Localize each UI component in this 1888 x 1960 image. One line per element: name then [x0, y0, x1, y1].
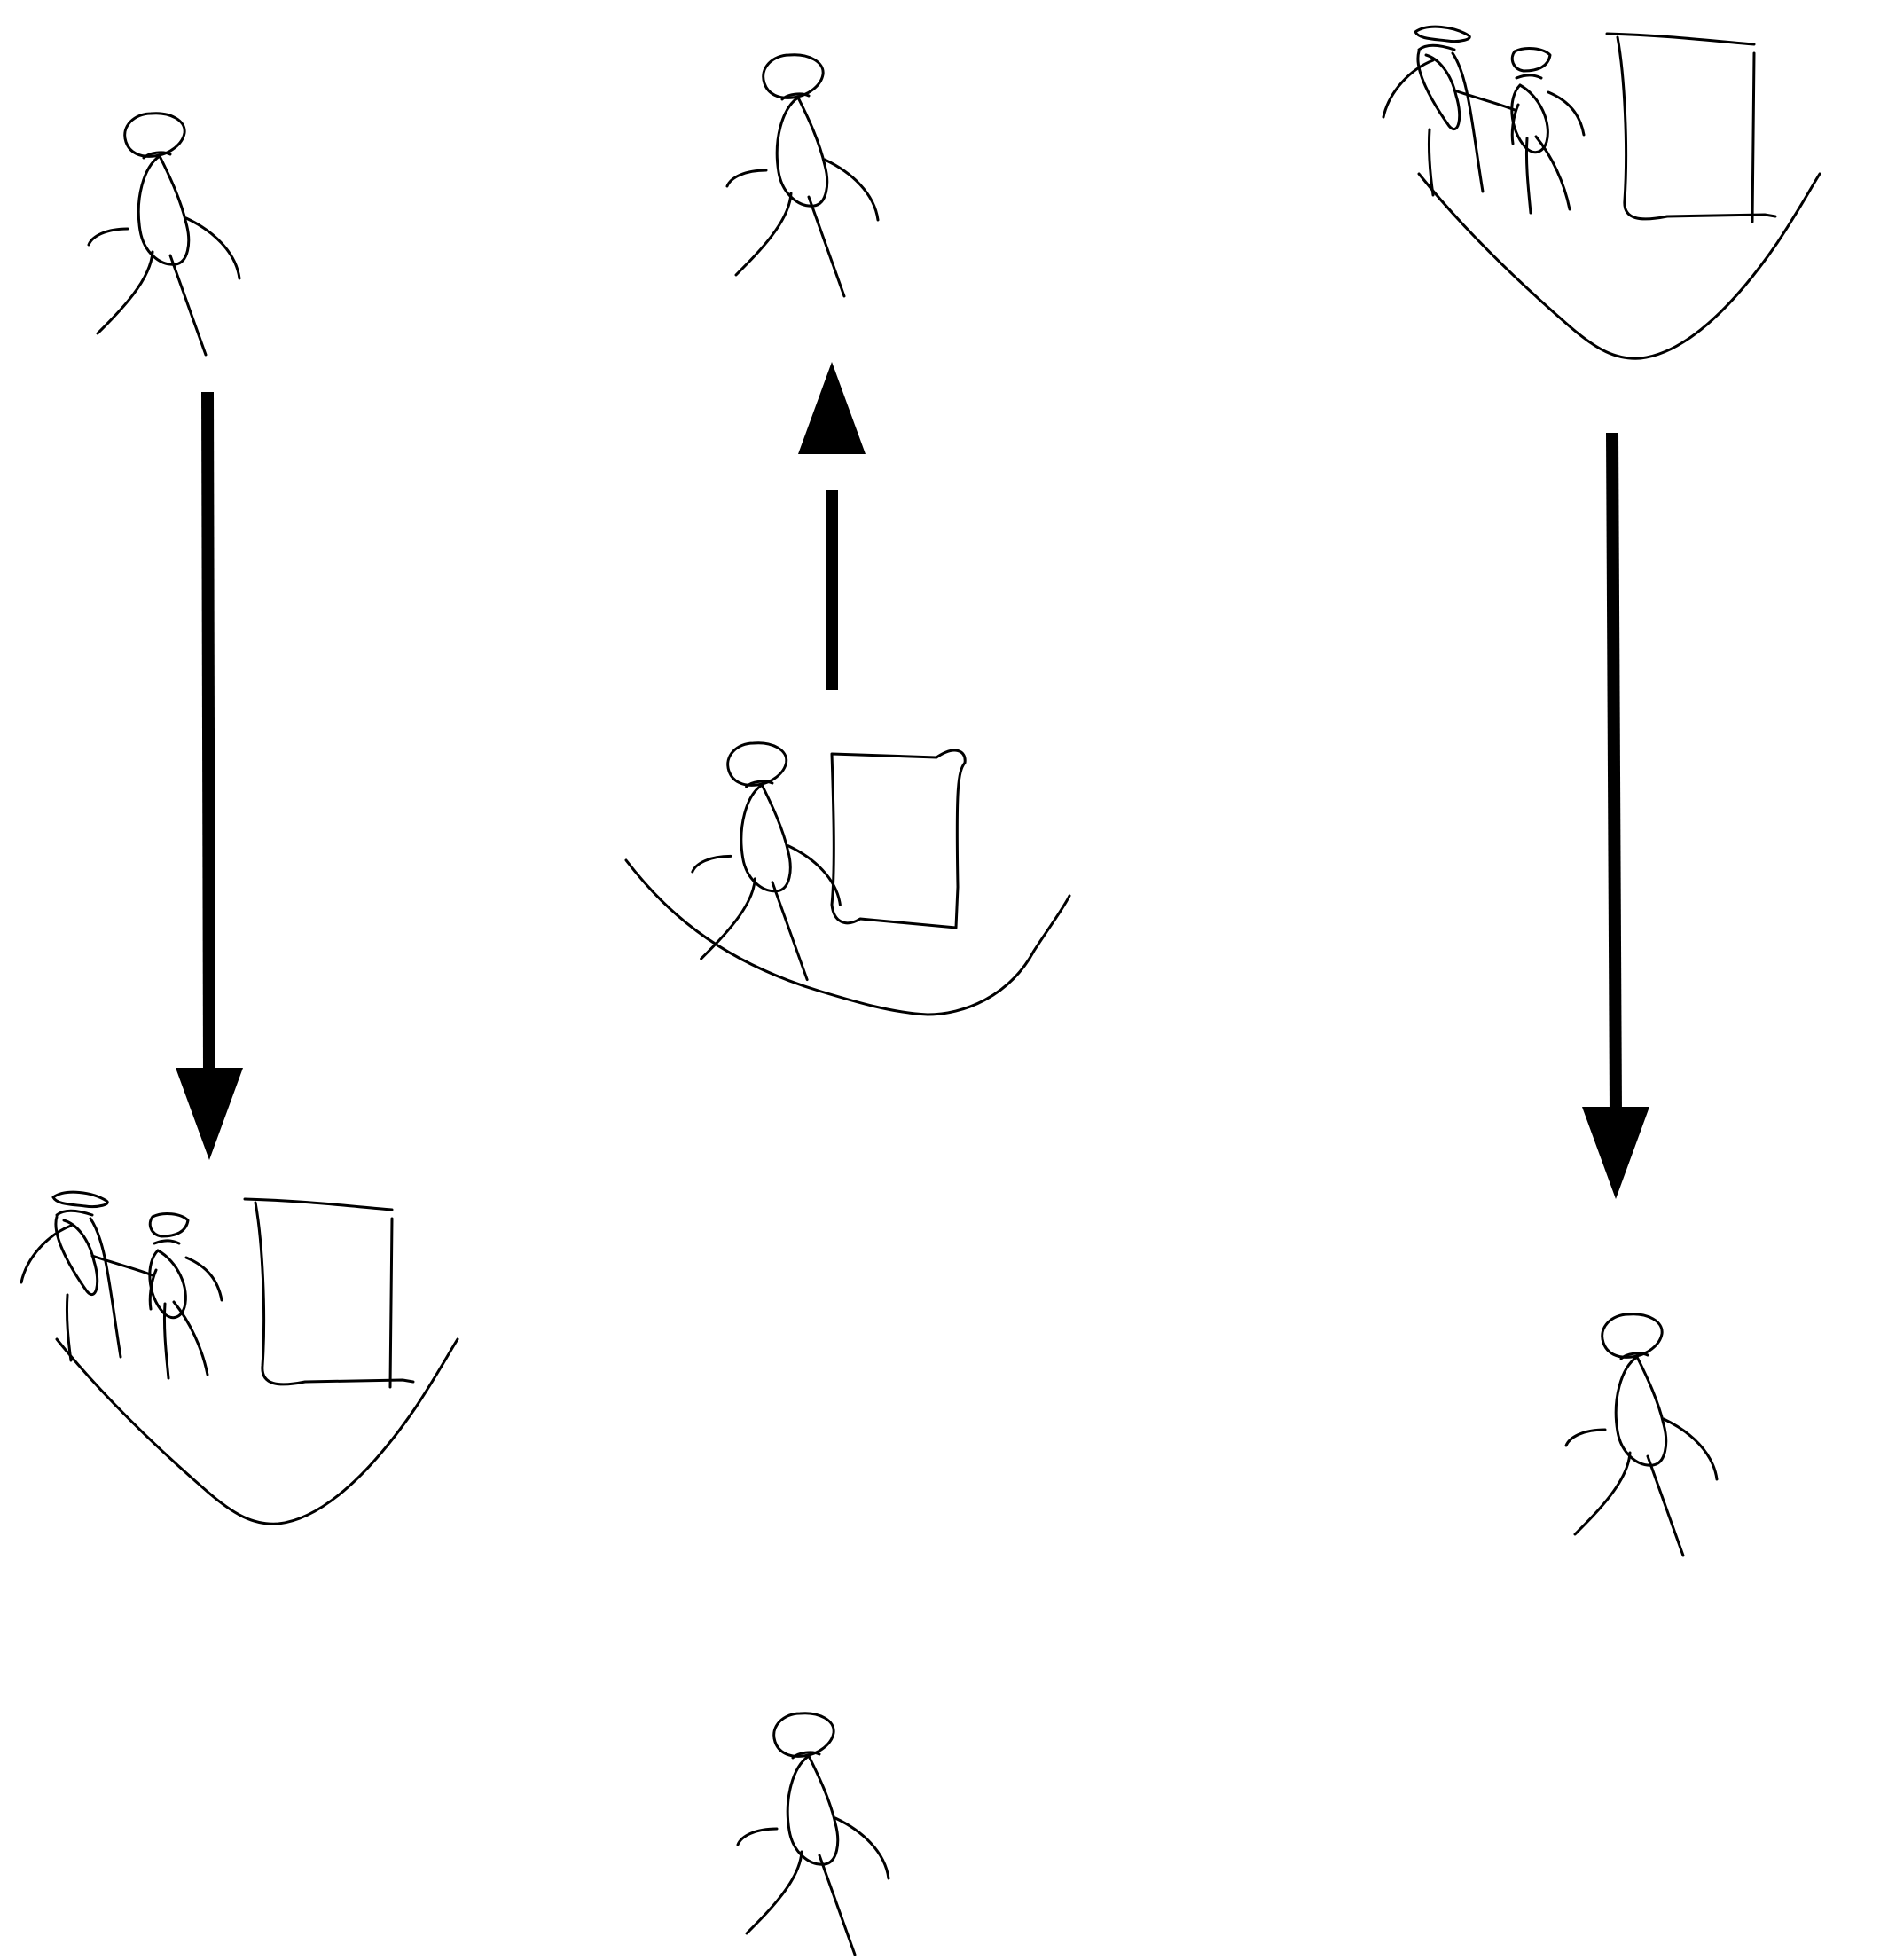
arrow-down-right	[1582, 433, 1649, 1199]
person-walking-bottom-center	[738, 1713, 889, 1955]
arrow-down-left	[176, 392, 243, 1160]
two-people-board-pit-left	[21, 1192, 458, 1524]
two-people-board-pit-right	[1383, 27, 1820, 358]
person-walking-top-left	[89, 114, 239, 355]
person-walking-bottom-right	[1566, 1314, 1717, 1556]
arrow-up-center	[798, 362, 866, 690]
person-walking-top-center	[727, 55, 878, 296]
person-board-pit-center	[626, 743, 1069, 1015]
